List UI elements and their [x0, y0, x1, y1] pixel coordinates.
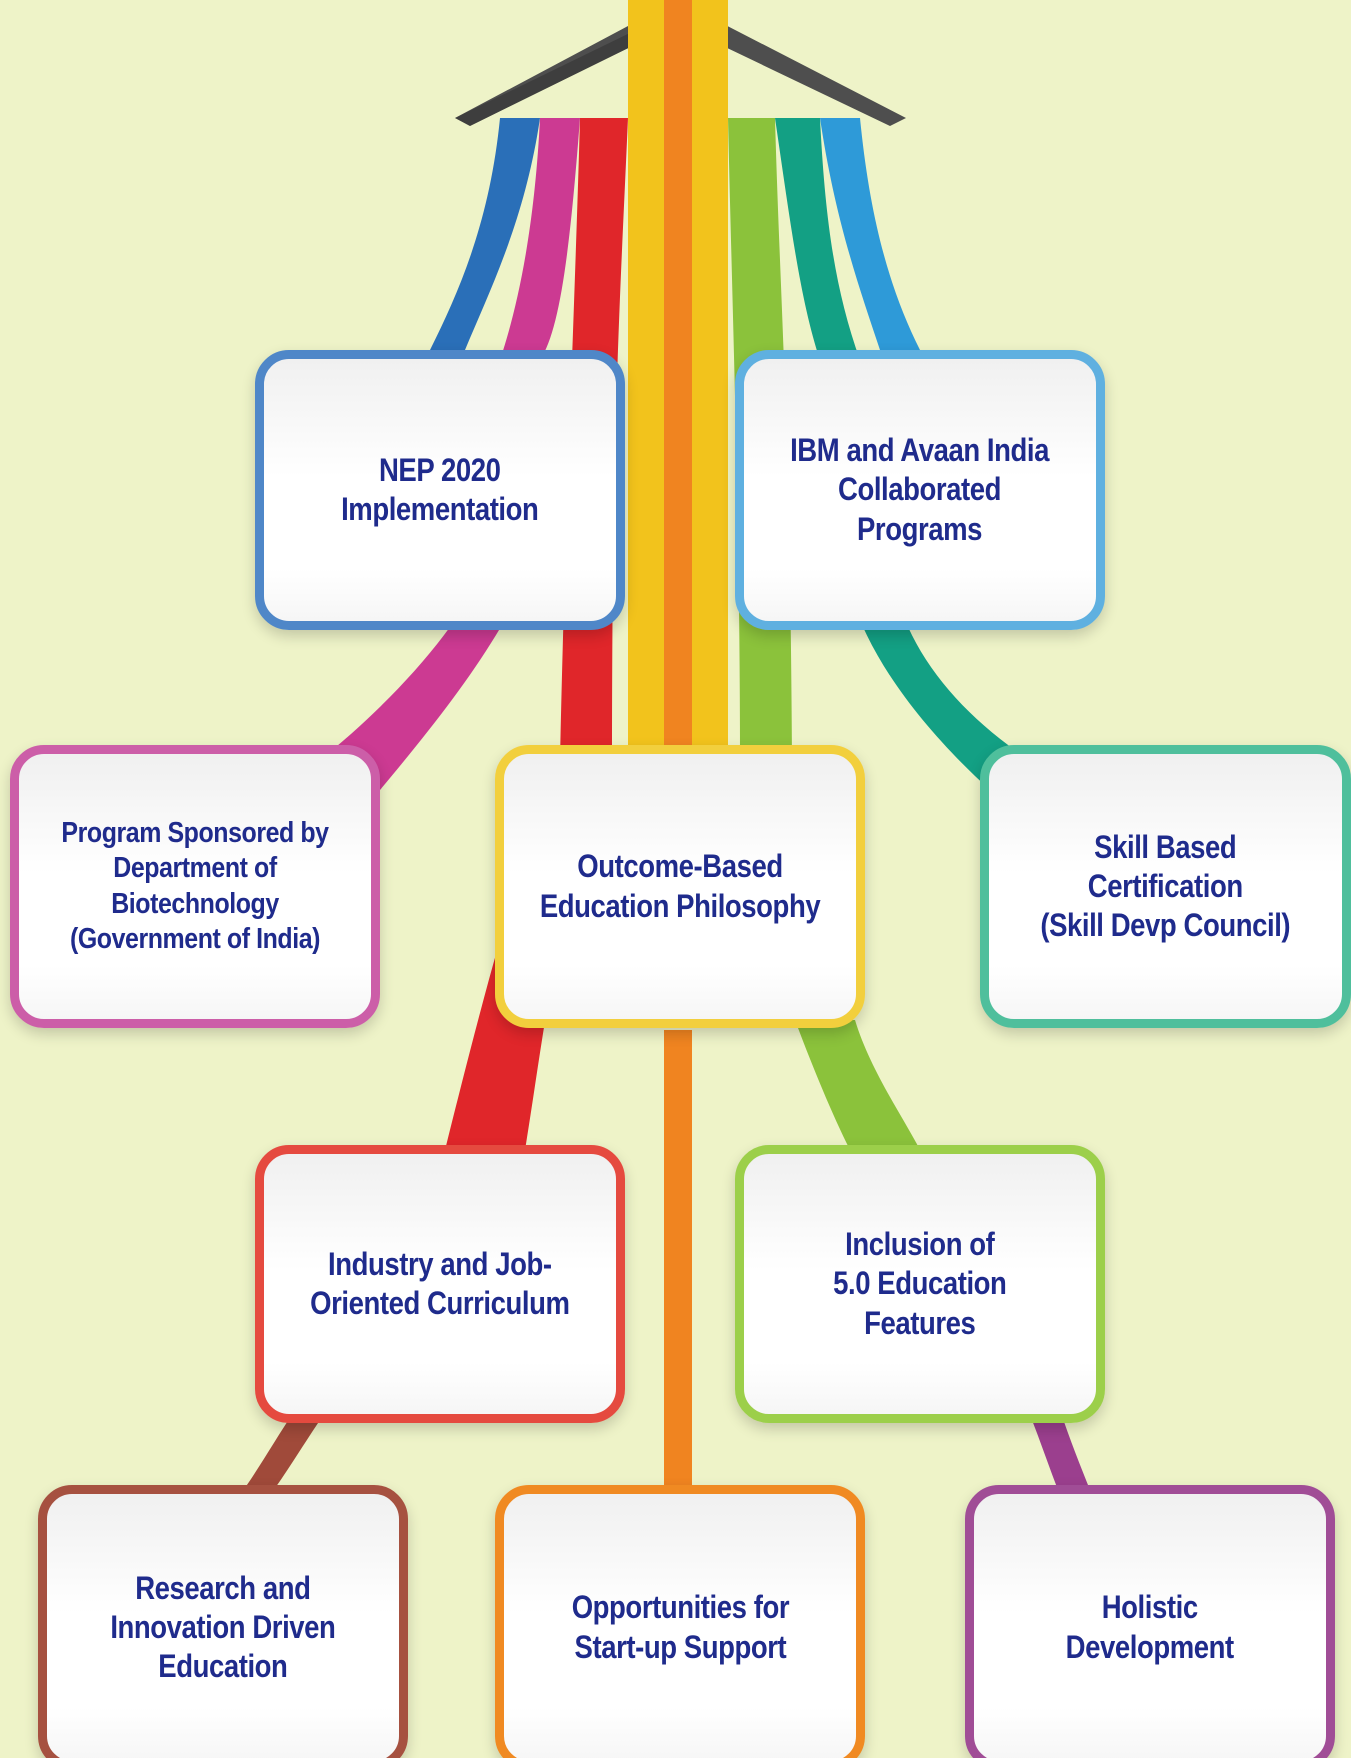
stripe-orange-top [664, 0, 692, 750]
stripe-teal-upper [775, 118, 860, 360]
node-research-innovation-label: Research and Innovation Driven Education [110, 1569, 336, 1685]
node-holistic-development-label: Holistic Development [1065, 1589, 1235, 1665]
stripe-blue [430, 118, 540, 350]
node-nep-2020: NEP 2020 Implementation [255, 350, 625, 630]
stripe-sky [820, 118, 920, 350]
node-inclusion-features: Inclusion of 5.0 Education Features [735, 1145, 1105, 1423]
node-dbt-program-label: Program Sponsored by Department of Biote… [61, 816, 329, 955]
node-skill-certification-label: Skill Based Certification (Skill Devp Co… [1040, 828, 1291, 944]
node-startup-support: Opportunities for Start-up Support [495, 1485, 865, 1758]
stripe-magenta-branch [320, 620, 505, 790]
node-industry-curriculum-label: Industry and Job- Oriented Curriculum [310, 1245, 570, 1321]
stripe-green-lower [795, 1020, 920, 1150]
node-holistic-development: Holistic Development [965, 1485, 1335, 1758]
stripe-yellow-right [692, 0, 728, 750]
node-nep-2020-label: NEP 2020 Implementation [341, 451, 539, 527]
node-ibm-avaan: IBM and Avaan India Collaborated Program… [735, 350, 1105, 630]
stripe-orange-lower [664, 1030, 692, 1490]
node-ibm-avaan-label: IBM and Avaan India Collaborated Program… [790, 432, 1050, 547]
node-startup-support-label: Opportunities for Start-up Support [571, 1589, 789, 1665]
stripe-brown [240, 1410, 320, 1495]
node-inclusion-features-label: Inclusion of 5.0 Education Features [833, 1226, 1007, 1341]
node-skill-certification: Skill Based Certification (Skill Devp Co… [980, 745, 1351, 1028]
node-research-innovation: Research and Innovation Driven Education [38, 1485, 408, 1758]
stripe-yellow-left [628, 0, 664, 750]
stripe-magenta [500, 118, 580, 360]
node-industry-curriculum: Industry and Job- Oriented Curriculum [255, 1145, 625, 1423]
node-outcome-based-label: Outcome-Based Education Philosophy [539, 848, 821, 924]
arrow-head-shadow [455, 10, 677, 126]
node-outcome-based: Outcome-Based Education Philosophy [495, 745, 865, 1028]
stripe-purple [1030, 1410, 1090, 1495]
node-dbt-program: Program Sponsored by Department of Biote… [10, 745, 380, 1028]
